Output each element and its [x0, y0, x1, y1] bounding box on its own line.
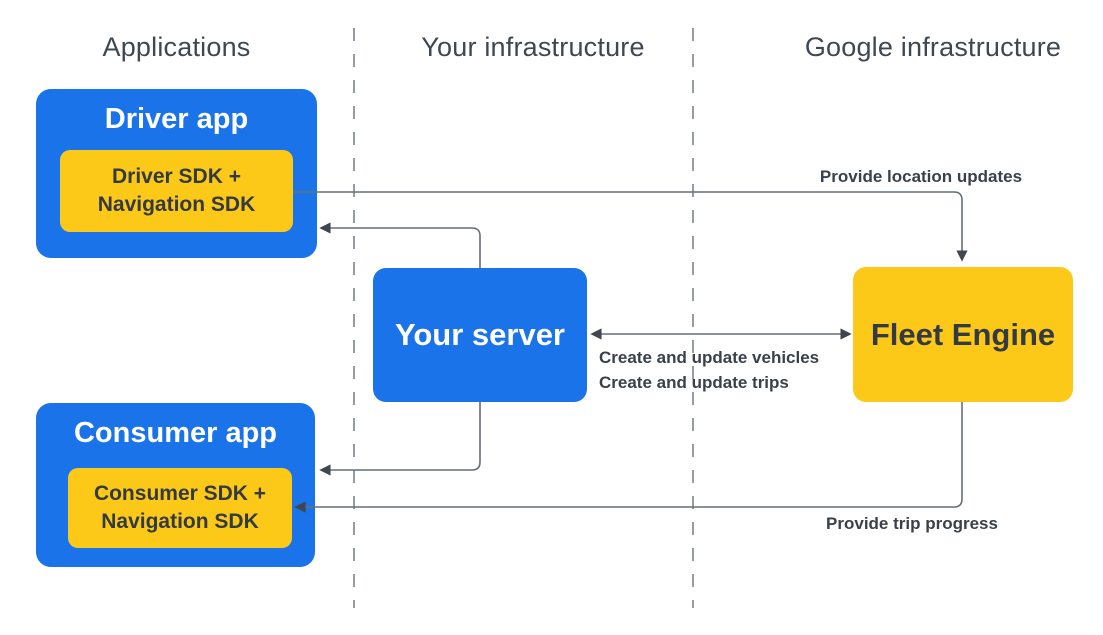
- arrow-provide-trip-progress: [294, 402, 963, 513]
- driver-sdk-label: Driver SDK + Navigation SDK: [97, 165, 256, 216]
- column-header-applications: Applications: [102, 32, 251, 62]
- column-divider-left: [353, 28, 355, 608]
- node-fleet-engine: Fleet Engine: [853, 267, 1073, 402]
- node-your-server: Your server: [373, 268, 587, 402]
- your-server-label: Your server: [394, 317, 565, 352]
- column-header-your-infrastructure: Your infrastructure: [421, 32, 645, 62]
- column-divider-right: [692, 28, 694, 608]
- arrow-provide-location-updates: [293, 191, 968, 262]
- arrow-server-to-consumer-app: [319, 402, 481, 476]
- edge-label-provide-trip-progress: Provide trip progress: [826, 514, 998, 533]
- driver-app-label: Driver app: [104, 103, 249, 135]
- edge-label-create-update: Create and update vehicles Create and up…: [599, 345, 819, 395]
- arrow-server-to-driver-app: [319, 222, 481, 268]
- edge-label-create-update-trips: Create and update trips: [599, 373, 789, 392]
- column-header-google-infrastructure: Google infrastructure: [804, 32, 1062, 62]
- consumer-app-label: Consumer app: [73, 417, 278, 449]
- fleet-engine-label: Fleet Engine: [870, 316, 1056, 352]
- node-driver-sdk: Driver SDK + Navigation SDK: [60, 150, 293, 232]
- edge-label-provide-location-updates: Provide location updates: [819, 167, 1023, 186]
- node-consumer-sdk: Consumer SDK + Navigation SDK: [68, 468, 292, 548]
- edge-label-create-update-vehicles: Create and update vehicles: [599, 348, 820, 367]
- consumer-sdk-label: Consumer SDK + Navigation SDK: [93, 482, 267, 533]
